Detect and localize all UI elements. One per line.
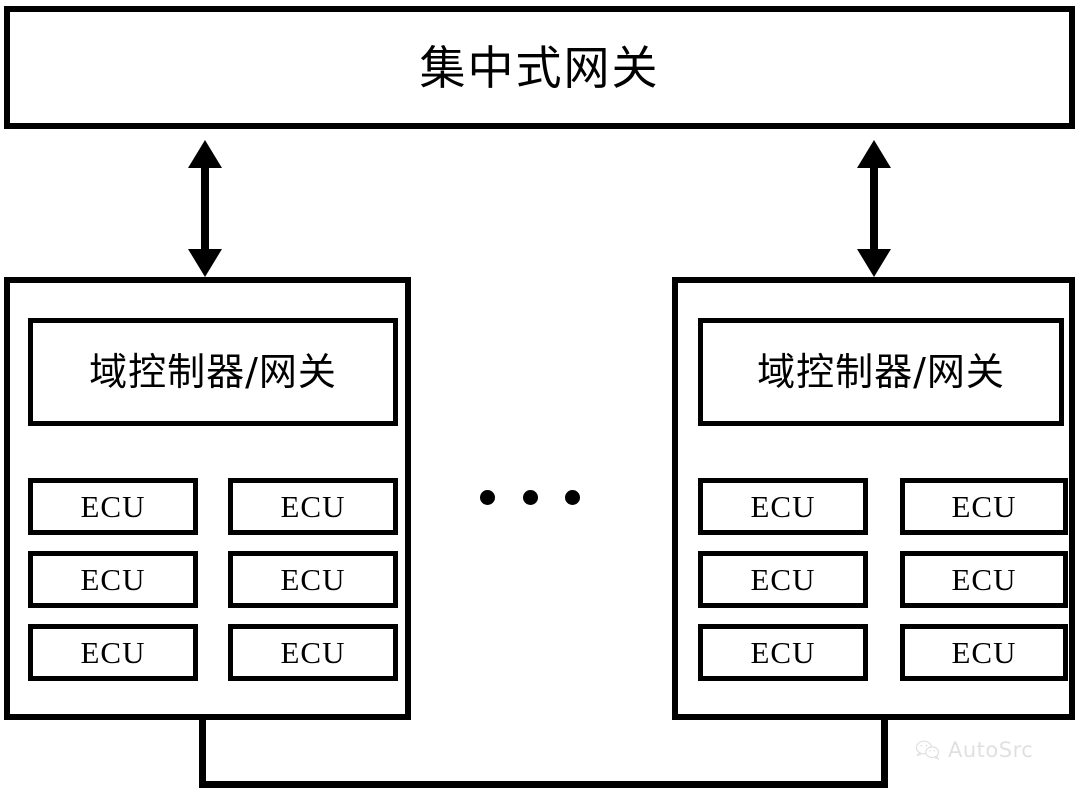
- domain-controller-label: 域控制器/网关: [89, 350, 337, 394]
- ecu-label: ECU: [80, 635, 146, 670]
- ellipsis-dot: [565, 489, 580, 505]
- domain-controller-label: 域控制器/网关: [757, 350, 1005, 394]
- ecu-box: ECU: [28, 551, 198, 608]
- ecu-label: ECU: [951, 562, 1017, 597]
- centralized-gateway-box: 集中式网关: [4, 6, 1075, 129]
- domain-group-left: 域控制器/网关 ECU ECU ECU ECU ECU ECU: [4, 277, 411, 720]
- ellipsis-dot: [522, 489, 538, 505]
- ecu-grid-right: ECU ECU ECU ECU ECU ECU: [698, 478, 1068, 689]
- ecu-label: ECU: [80, 562, 146, 597]
- arrow-shaft: [201, 154, 209, 263]
- ecu-box: ECU: [900, 624, 1068, 681]
- ecu-box: ECU: [228, 624, 398, 681]
- ecu-label: ECU: [951, 489, 1017, 524]
- ecu-box: ECU: [698, 478, 868, 535]
- ecu-label: ECU: [750, 562, 816, 597]
- ecu-box: ECU: [228, 478, 398, 535]
- arrow-head-down-icon: [857, 249, 891, 277]
- domain-group-right: 域控制器/网关 ECU ECU ECU ECU ECU ECU: [672, 277, 1075, 720]
- ecu-label: ECU: [280, 489, 346, 524]
- arrow-head-down-icon: [188, 249, 222, 277]
- watermark: AutoSrc: [915, 738, 1033, 762]
- ecu-label: ECU: [951, 635, 1017, 670]
- ecu-label: ECU: [80, 489, 146, 524]
- ecu-label: ECU: [280, 635, 346, 670]
- ellipsis-indicator: [480, 484, 580, 510]
- ecu-box: ECU: [28, 478, 198, 535]
- watermark-text: AutoSrc: [948, 738, 1034, 762]
- connector-arrow-left: [188, 140, 222, 277]
- bus-line-right-leg: [881, 718, 888, 788]
- ecu-grid-left: ECU ECU ECU ECU ECU ECU: [28, 478, 398, 689]
- arrow-shaft: [870, 154, 878, 263]
- ecu-box: ECU: [228, 551, 398, 608]
- bus-line-bottom: [199, 781, 888, 788]
- ecu-label: ECU: [750, 635, 816, 670]
- connector-arrow-right: [857, 140, 891, 277]
- domain-controller-box-right: 域控制器/网关: [698, 318, 1064, 426]
- ecu-box: ECU: [900, 551, 1068, 608]
- wechat-icon: [915, 739, 941, 761]
- ecu-box: ECU: [28, 624, 198, 681]
- ecu-box: ECU: [698, 551, 868, 608]
- ecu-label: ECU: [280, 562, 346, 597]
- ecu-box: ECU: [900, 478, 1068, 535]
- ecu-label: ECU: [750, 489, 816, 524]
- centralized-gateway-label: 集中式网关: [419, 40, 660, 95]
- domain-controller-box-left: 域控制器/网关: [28, 318, 398, 426]
- ellipsis-dot: [480, 489, 495, 505]
- bus-line-left-leg: [199, 718, 206, 788]
- ecu-box: ECU: [698, 624, 868, 681]
